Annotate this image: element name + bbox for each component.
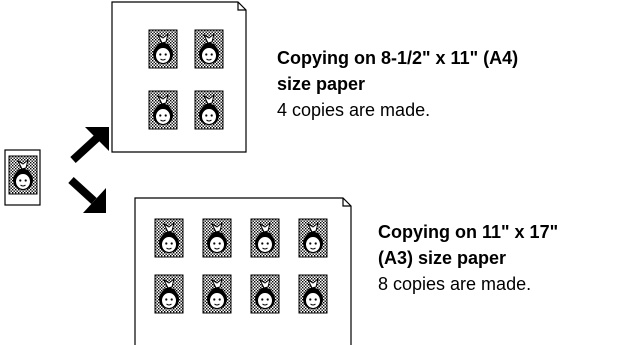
arrow-icon (68, 177, 106, 213)
portrait-icon (194, 90, 224, 130)
portrait-icon (148, 29, 178, 69)
portrait-icon (250, 218, 280, 258)
paper-sheet-icon (111, 1, 247, 153)
portrait-icon (8, 155, 38, 195)
portrait-icon (250, 274, 280, 314)
a3-caption: Copying on 11" x 17" (A3) size paper 8 c… (378, 219, 558, 297)
arrow-icon (70, 127, 109, 163)
portrait-icon (298, 218, 328, 258)
a3-caption-title-line1: Copying on 11" x 17" (378, 222, 559, 242)
a4-caption: Copying on 8-1/2" x 11" (A4) size paper … (277, 45, 518, 123)
a3-caption-title-line2: (A3) size paper (378, 248, 507, 268)
portrait-icon (202, 218, 232, 258)
portrait-icon (148, 90, 178, 130)
portrait-icon (298, 274, 328, 314)
portrait-icon (194, 29, 224, 69)
paper-sheet-icon (134, 197, 352, 345)
portrait-icon (154, 218, 184, 258)
a4-caption-result: 4 copies are made. (277, 100, 431, 120)
portrait-icon (154, 274, 184, 314)
a4-caption-title-line1: Copying on 8-1/2" x 11" (A4) (277, 48, 519, 68)
a3-caption-result: 8 copies are made. (378, 274, 532, 294)
a4-caption-title-line2: size paper (277, 74, 366, 94)
portrait-icon (202, 274, 232, 314)
